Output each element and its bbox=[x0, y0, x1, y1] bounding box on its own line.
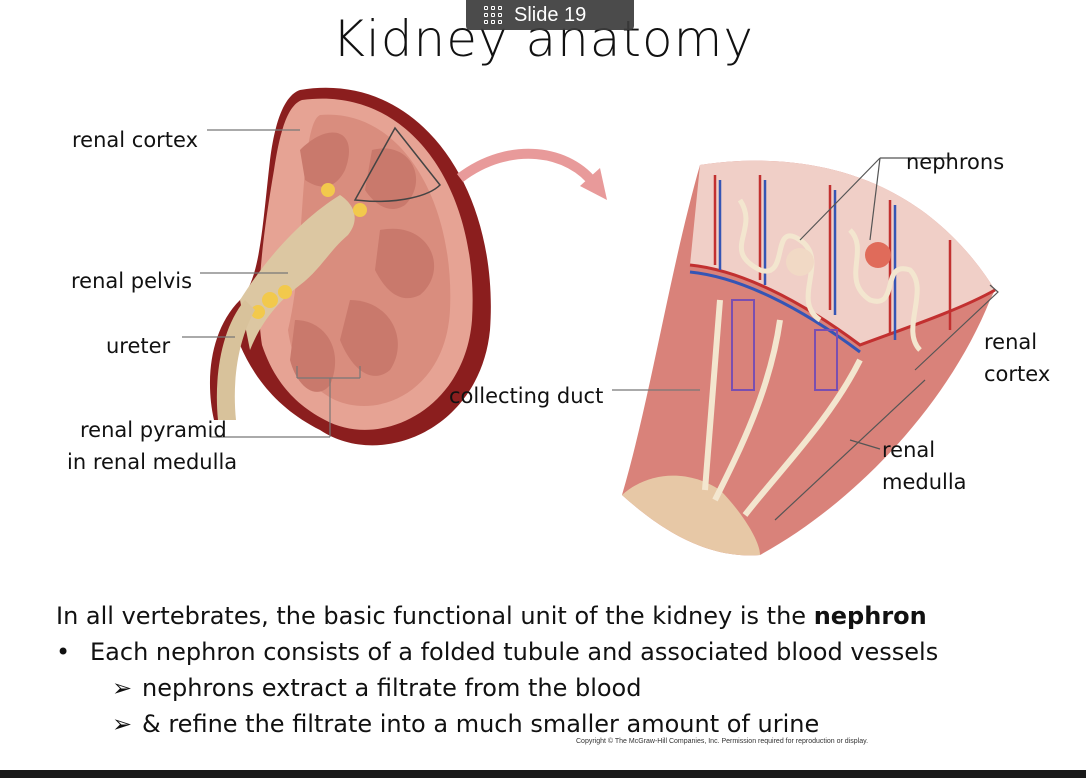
arrow-bullet-icon: ➢ bbox=[112, 706, 132, 742]
slide-body-text: In all vertebrates, the basic functional… bbox=[56, 598, 938, 742]
label-renal-cortex-left: renal cortex bbox=[72, 124, 198, 156]
label-nephrons: nephrons bbox=[906, 146, 1004, 178]
label-renal-cortex-right-1: renal bbox=[984, 326, 1037, 358]
label-ureter: ureter bbox=[106, 330, 170, 362]
label-renal-pyramid-1: renal pyramid bbox=[80, 414, 227, 446]
slide-number-label: Slide 19 bbox=[514, 4, 586, 27]
kidney-illustration bbox=[0, 0, 1086, 600]
sub-bullet-item: ➢ & refine the filtrate into a much smal… bbox=[56, 706, 938, 742]
label-renal-cortex-right-2: cortex bbox=[984, 358, 1050, 390]
grid-icon bbox=[484, 6, 502, 24]
copyright-notice: Copyright © The McGraw-Hill Companies, I… bbox=[576, 738, 868, 745]
label-renal-medulla-1: renal bbox=[882, 434, 935, 466]
bullet-item: • Each nephron consists of a folded tubu… bbox=[56, 634, 938, 670]
label-renal-pelvis: renal pelvis bbox=[71, 265, 192, 297]
bottom-bar bbox=[0, 770, 1086, 778]
label-collecting-duct: collecting duct bbox=[449, 380, 603, 412]
bullet-icon: • bbox=[56, 634, 70, 670]
sub-bullet-item: ➢ nephrons extract a filtrate from the b… bbox=[56, 670, 938, 706]
intro-line: In all vertebrates, the basic functional… bbox=[56, 598, 938, 634]
slide-number-badge[interactable]: Slide 19 bbox=[466, 0, 634, 30]
intro-bold-term: nephron bbox=[814, 602, 927, 630]
label-renal-pyramid-2: in renal medulla bbox=[67, 446, 237, 478]
arrow-bullet-icon: ➢ bbox=[112, 670, 132, 706]
label-renal-medulla-2: medulla bbox=[882, 466, 967, 498]
